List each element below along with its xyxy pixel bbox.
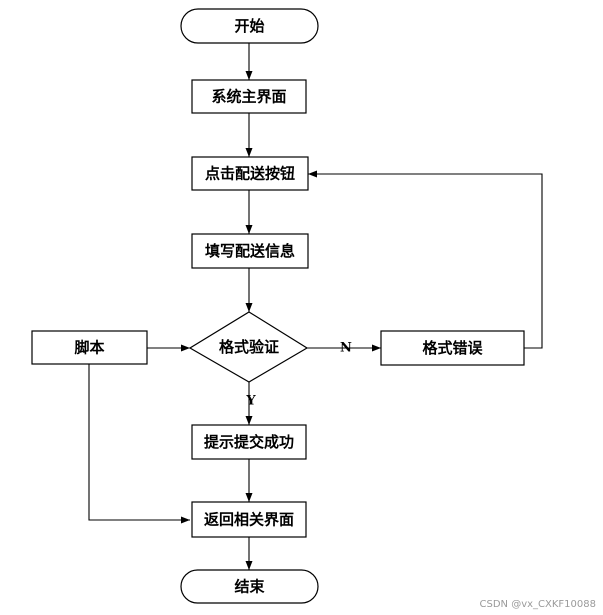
edge-label-no: N xyxy=(340,341,352,356)
edges xyxy=(88,43,543,570)
node-main-ui-label: 系统主界面 xyxy=(211,88,286,106)
node-validate-label: 格式验证 xyxy=(219,338,279,356)
edge-error-loop-back xyxy=(308,170,543,349)
node-script: 脚本 xyxy=(31,330,148,365)
node-click-delivery-label: 点击配送按钮 xyxy=(205,165,295,183)
node-success-label: 提示提交成功 xyxy=(204,433,294,451)
node-validate: 格式验证 xyxy=(188,311,309,383)
node-fill-info-label: 填写配送信息 xyxy=(205,242,295,260)
edge-label-yes: Y xyxy=(245,394,256,409)
node-return: 返回相关界面 xyxy=(191,501,307,538)
node-fill-info: 填写配送信息 xyxy=(191,233,309,269)
node-end-label: 结束 xyxy=(234,578,265,596)
node-click-delivery: 点击配送按钮 xyxy=(191,156,309,191)
node-start-label: 开始 xyxy=(234,17,264,35)
node-return-label: 返回相关界面 xyxy=(204,511,294,529)
node-format-error: 格式错误 xyxy=(380,330,525,366)
node-end: 结束 xyxy=(180,569,319,604)
node-format-error-label: 格式错误 xyxy=(422,339,483,357)
node-main-ui: 系统主界面 xyxy=(191,79,307,114)
node-script-label: 脚本 xyxy=(74,339,104,357)
edge-script-to-return xyxy=(88,364,190,524)
node-success: 提示提交成功 xyxy=(191,424,307,460)
node-start: 开始 xyxy=(180,8,319,44)
watermark: CSDN @vx_CXKF10088 xyxy=(480,599,596,610)
